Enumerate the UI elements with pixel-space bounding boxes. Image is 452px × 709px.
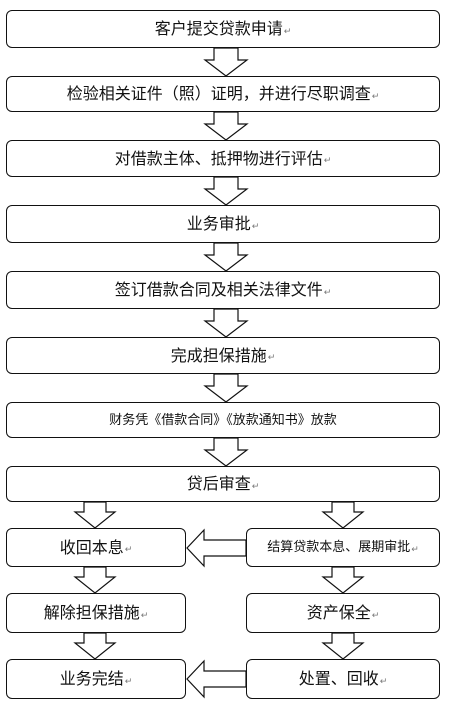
step-label: 业务审批 [186,214,251,233]
step-disbursement: 财务凭《借款合同》《放款通知书》放款 [6,402,440,438]
step-label: 业务完结 [59,669,124,688]
step-label: 客户提交贷款申请 [154,19,283,38]
paragraph-mark: ↵ [283,26,292,37]
left-arrow [186,659,247,699]
step-submit-application: 客户提交贷款申请↵ [6,10,440,48]
down-arrow [321,501,365,529]
step-guarantee: 完成担保措施↵ [6,337,440,374]
paragraph-mark: ↵ [371,91,380,102]
paragraph-mark: ↵ [251,221,260,232]
paragraph-mark: ↵ [323,287,332,298]
step-label: 完成担保措施 [170,345,267,365]
down-arrow [203,308,249,338]
step-verify-documents: 检验相关证件（照）证明，并进行尽职调查↵ [6,76,440,112]
step-sign-contract: 签订借款合同及相关法律文件↵ [6,271,440,309]
down-arrow [321,632,365,660]
step-release-guarantee: 解除担保措施↵ [6,593,186,633]
step-business-complete: 业务完结↵ [6,659,186,699]
step-post-loan-review: 贷后审查↵ [6,466,440,502]
paragraph-mark: ↵ [124,676,133,687]
down-arrow [203,47,249,77]
paragraph-mark: ↵ [267,353,276,363]
paragraph-mark: ↵ [140,610,149,621]
step-asset-preservation: 资产保全↵ [246,593,440,633]
paragraph-mark: ↵ [379,676,388,687]
step-label: 财务凭《借款合同》《放款通知书》放款 [109,412,337,428]
step-label: 解除担保措施 [43,603,140,622]
paragraph-mark: ↵ [124,545,133,555]
step-label: 处置、回收 [298,669,379,688]
step-label: 收回本息 [59,537,124,557]
step-label: 资产保全 [306,603,371,622]
paragraph-mark: ↵ [323,156,332,166]
paragraph-mark: ↵ [371,610,380,621]
step-settle-extension: 结算贷款本息、展期审批↵ [246,528,440,567]
down-arrow [203,242,249,272]
step-label: 对借款主体、抵押物进行评估 [114,148,323,168]
left-arrow [186,528,247,568]
down-arrow [73,566,117,594]
down-arrow [203,437,249,467]
down-arrow [73,501,117,529]
step-collect-principal-interest: 收回本息↵ [6,528,186,567]
step-label: 贷后审查 [186,474,251,493]
down-arrow [321,566,365,594]
paragraph-mark: ↵ [251,481,260,492]
step-label: 结算贷款本息、展期审批 [267,540,411,555]
step-label: 检验相关证件（照）证明，并进行尽职调查 [66,84,371,103]
paragraph-mark: ↵ [411,545,419,555]
down-arrow [203,176,249,206]
step-evaluate: 对借款主体、抵押物进行评估↵ [6,140,440,177]
down-arrow [203,373,249,403]
step-dispose-recover: 处置、回收↵ [246,659,440,699]
step-label: 签订借款合同及相关法律文件 [114,280,323,299]
step-approval: 业务审批↵ [6,205,440,243]
down-arrow [203,111,249,141]
down-arrow [73,632,117,660]
